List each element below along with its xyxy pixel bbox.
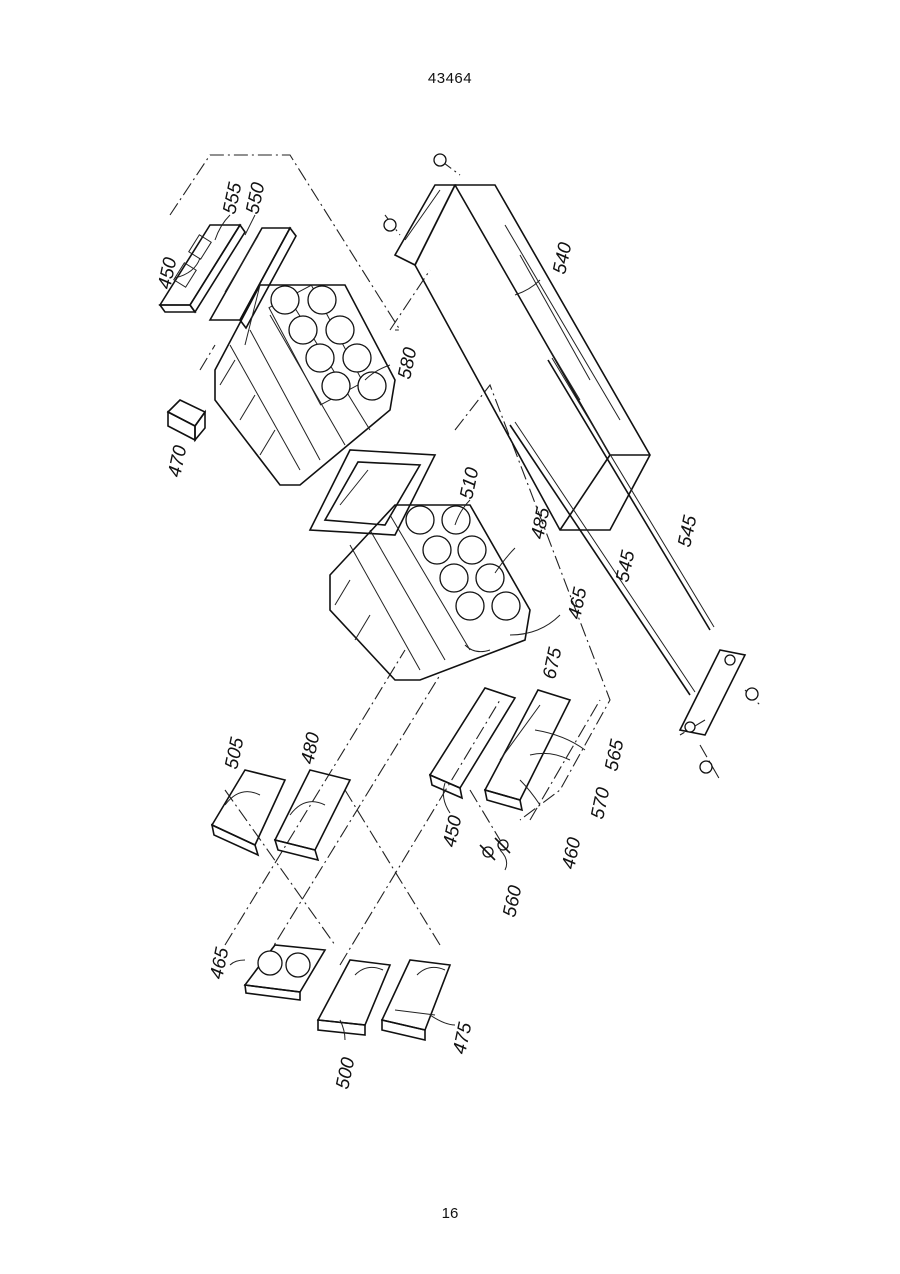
ref-numeral: 485 xyxy=(527,505,554,541)
ref-numeral: 460 xyxy=(558,835,585,871)
ref-numeral: 545 xyxy=(612,548,639,584)
clamp-blocks-lower xyxy=(245,945,450,1040)
ref-numeral: 550 xyxy=(242,180,269,216)
spacer-block xyxy=(168,400,205,440)
ref-numeral: 500 xyxy=(332,1055,359,1091)
ref-numeral: 675 xyxy=(539,645,566,681)
ref-numeral: 450 xyxy=(439,813,466,849)
leader-lines xyxy=(175,215,585,1040)
ref-numeral: 510 xyxy=(456,465,483,501)
ref-numeral: 470 xyxy=(164,443,191,479)
ref-numeral: 565 xyxy=(601,737,628,773)
ref-numeral: 505 xyxy=(221,735,248,771)
ref-numeral: 545 xyxy=(674,513,701,549)
ref-numeral: 540 xyxy=(549,240,576,276)
clamp-blocks-upper xyxy=(212,770,350,860)
ref-numeral: 580 xyxy=(394,345,421,381)
ref-numeral: 480 xyxy=(297,730,324,766)
ref-numeral: 465 xyxy=(206,945,233,981)
ref-numeral: 560 xyxy=(499,883,526,919)
ref-numeral: 450 xyxy=(154,255,181,291)
reference-numerals: 450 555 550 470 580 540 510 485 465 675 … xyxy=(154,180,701,1091)
lower-housing-assembly xyxy=(330,505,530,680)
cover-box xyxy=(395,185,650,530)
ref-numeral: 475 xyxy=(449,1020,476,1056)
ref-numeral: 570 xyxy=(587,785,614,821)
page-number: 16 xyxy=(0,1205,900,1222)
